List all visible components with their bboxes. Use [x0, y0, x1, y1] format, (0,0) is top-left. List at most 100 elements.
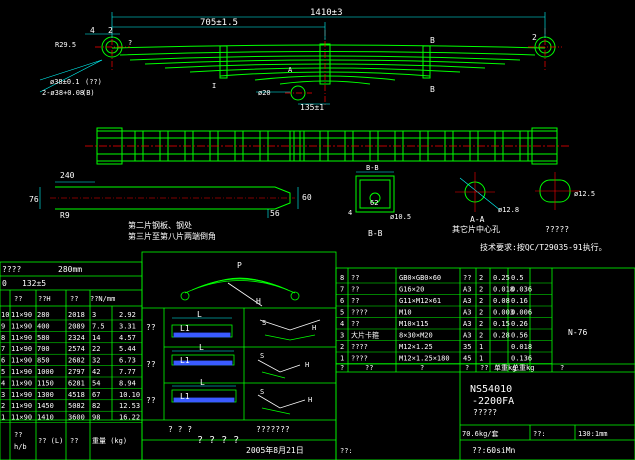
right-table-cell: 1 [479, 355, 483, 363]
middle-grid [141, 251, 337, 460]
right-table-cell: A3 [463, 332, 471, 340]
right-table-cell: 2 [340, 343, 344, 351]
right-table-cell: A3 [463, 309, 471, 317]
section-bb-dim62: 62 [370, 199, 378, 207]
left-table-cell: 1410 [37, 414, 54, 422]
bend-fig-1 [259, 319, 321, 341]
left-table-cell: 4 [1, 379, 5, 387]
right-table-cell: 0.15 [493, 320, 510, 328]
right-table-cell: 1 [479, 343, 483, 351]
left-table-cell: 12.53 [119, 402, 140, 410]
section-bb-top: B-B [366, 164, 379, 172]
right-table-cell: ???? [351, 343, 368, 351]
mid-footer-2: ??????? [256, 425, 290, 434]
left-table-header-1: ??H [38, 295, 51, 303]
right-table-cell: 0.08 [493, 297, 510, 305]
mid-date: 2005年8月21日 [246, 445, 304, 455]
section-bb-caption: B-B [368, 229, 383, 238]
right-table-cell: 0.5 [511, 274, 524, 282]
left-table-header-0: ?? [14, 295, 22, 303]
left-table-cell: 8.94 [119, 379, 136, 387]
left-table-header-3: ??N/mm [90, 295, 115, 303]
left-table-cell: 11×90 [11, 334, 32, 342]
left-table-cell: 1000 [37, 368, 54, 376]
leaf-end-dimensions [39, 181, 299, 218]
left-table-cell: 11×90 [11, 322, 32, 330]
section-bb-dim4: 4 [348, 209, 352, 217]
right-table-cell: A3 [463, 286, 471, 294]
note-line2: 第三片至第八片两端倒角 [128, 231, 216, 241]
left-table-cell: 3 [1, 391, 5, 399]
section-aa-dim: ø12.8 [498, 206, 519, 214]
bend1-label-s: S [262, 319, 266, 327]
left-table-cell: 11×90 [11, 311, 32, 319]
dim-60: 60 [302, 193, 312, 202]
right-table-footer-cell: ? [465, 364, 469, 372]
left-table-cell: 2 [1, 402, 5, 410]
mini-spring-p: P [237, 261, 242, 270]
left-table-cell: 4.57 [119, 334, 136, 342]
right-table-cell: 4 [340, 320, 344, 328]
fig2-label-l1: L1 [180, 356, 190, 365]
dim-bushing2: 2-ø38+0.08 [42, 89, 84, 97]
mid-side-mark-2: ?? [146, 396, 156, 405]
right-table-cell: 2 [479, 297, 483, 305]
label-q: ? [128, 39, 132, 47]
right-weight: 130:1mm [578, 430, 608, 438]
note-line1: 第二片钢板、钢处 [128, 220, 192, 230]
section-bb-dim10: ø10.5 [390, 213, 411, 221]
section-mark-b1: B [430, 36, 435, 45]
right-table-cell: 大片卡箍 [351, 331, 379, 340]
right-table-cell: ???? [351, 309, 368, 317]
slot-detail-centerlines [535, 172, 580, 210]
section-mark-b2: B [430, 85, 435, 94]
left-table-title-value: 280mm [58, 265, 82, 274]
right-bottom-mid: ??:60siMn [472, 446, 516, 455]
left-table-cell: 11×90 [11, 414, 32, 422]
dim-ball: ø20 [258, 89, 271, 97]
bend-fig-3 [257, 394, 306, 415]
bend3-label-h: H [308, 396, 312, 404]
dim-240: 240 [60, 171, 75, 180]
dim-r9: R9 [60, 211, 70, 220]
left-table-cell: 2574 [68, 345, 85, 353]
right-table-cell: G16×20 [399, 286, 424, 294]
left-table-cell: 4518 [68, 391, 85, 399]
left-table-cell: 7.77 [119, 368, 136, 376]
right-table-footer-cell: 总重kg [512, 363, 534, 372]
right-table-cell: 0.006 [511, 309, 532, 317]
left-table-cell: 14 [92, 334, 100, 342]
right-table-cell: M10 [399, 309, 412, 317]
right-table-cell: M12×1.25×180 [399, 355, 450, 363]
right-table-cell: ?? [351, 274, 359, 282]
left-table-header-2: ?? [70, 295, 78, 303]
right-table-cell: 2 [479, 286, 483, 294]
left-table-cell: 98 [92, 414, 100, 422]
left-table-cell: 7.5 [92, 322, 105, 330]
left-table-cell: 2324 [68, 334, 85, 342]
left-table-cell: 2.92 [119, 311, 136, 319]
label-q2: 2 [532, 33, 537, 42]
left-table-cell: 700 [37, 345, 50, 353]
right-table-cell: 0.018 [511, 343, 532, 351]
left-table-cell: 82 [92, 402, 100, 410]
right-table-footer-cell: ? [420, 364, 424, 372]
mini-spring [180, 277, 300, 307]
mid-side-mark-1: ?? [146, 360, 156, 369]
dim-bushing2-note: (B) [82, 89, 95, 97]
right-table-cell: 0.16 [511, 297, 528, 305]
label-a: A [288, 66, 293, 74]
bend2-label-s: S [260, 352, 264, 360]
dim-bushing1: ø38±0.1 [50, 78, 80, 86]
bend2-label-h: H [305, 361, 309, 369]
left-table-cell: 11×90 [11, 379, 32, 387]
left-table-cell: 5 [1, 368, 5, 376]
right-table-cell: 2 [479, 320, 483, 328]
dim-4: 4 [90, 26, 95, 35]
left-table-cell: 2089 [68, 322, 85, 330]
fig3-label-l1: L1 [180, 392, 190, 401]
mini-spring-h: H [256, 297, 261, 306]
right-table-cell: 0.136 [511, 355, 532, 363]
